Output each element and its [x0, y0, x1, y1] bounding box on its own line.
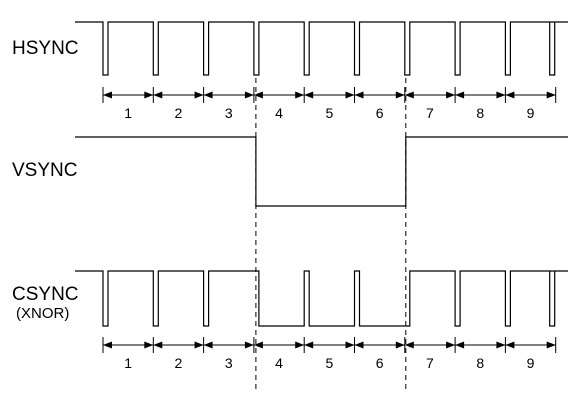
hsync-arrowhead-right — [194, 91, 204, 99]
hsync-arrowhead-left — [253, 91, 263, 99]
hsync-period-number: 8 — [476, 105, 484, 121]
csync-arrowhead-right — [244, 341, 254, 349]
hsync-arrowhead-left — [354, 91, 364, 99]
hsync-label: HSYNC — [12, 38, 79, 59]
csync-arrowhead-left — [455, 341, 465, 349]
csync-arrowhead-right — [144, 341, 154, 349]
hsync-period-number: 9 — [527, 105, 535, 121]
hsync-arrowhead-right — [295, 91, 305, 99]
csync-period-number: 3 — [225, 355, 233, 371]
csync-arrowhead-left — [304, 341, 314, 349]
hsync-arrowhead-right — [496, 91, 506, 99]
hsync-period-number: 6 — [376, 105, 384, 121]
hsync-arrowhead-right — [546, 91, 556, 99]
hsync-waveform — [75, 21, 568, 76]
hsync-arrowhead-left — [203, 91, 213, 99]
csync-period-number: 9 — [527, 355, 535, 371]
csync-arrowhead-right — [496, 341, 506, 349]
hsync-arrowhead-left — [304, 91, 314, 99]
csync-arrowhead-left — [354, 341, 364, 349]
csync-arrowhead-left — [505, 341, 515, 349]
vsync-waveform — [75, 136, 568, 207]
csync-period-number: 7 — [426, 355, 434, 371]
hsync-period-number: 1 — [124, 105, 132, 121]
csync-arrowhead-right — [295, 341, 305, 349]
csync-period-number: 4 — [275, 355, 283, 371]
hsync-arrowhead-right — [395, 91, 405, 99]
hsync-period-number: 2 — [175, 105, 183, 121]
hsync-arrowhead-right — [144, 91, 154, 99]
csync-arrowhead-left — [203, 341, 213, 349]
hsync-arrowhead-left — [153, 91, 163, 99]
csync-arrowhead-right — [546, 341, 556, 349]
csync-arrowhead-left — [253, 341, 263, 349]
csync-period-number: 1 — [124, 355, 132, 371]
csync-period-number: 8 — [476, 355, 484, 371]
vsync-label: VSYNC — [12, 160, 78, 181]
csync-waveform — [75, 270, 568, 327]
csync-arrowhead-right — [446, 341, 456, 349]
csync-arrowhead-right — [194, 341, 204, 349]
hsync-period-number: 5 — [325, 105, 333, 121]
csync-arrowhead-left — [404, 341, 414, 349]
hsync-arrowhead-right — [345, 91, 355, 99]
csync-period-number: 2 — [175, 355, 183, 371]
csync-arrowhead-left — [153, 341, 163, 349]
hsync-arrowhead-left — [103, 91, 112, 99]
csync-label: CSYNC — [12, 284, 79, 305]
hsync-period-number: 4 — [275, 105, 283, 121]
csync-period-number: 5 — [325, 355, 333, 371]
hsync-arrowhead-right — [446, 91, 456, 99]
csync-arrowhead-right — [395, 341, 405, 349]
csync-arrowhead-left — [103, 341, 112, 349]
hsync-arrowhead-left — [404, 91, 414, 99]
csync-period-number: 6 — [376, 355, 384, 371]
hsync-period-number: 3 — [225, 105, 233, 121]
hsync-period-number: 7 — [426, 105, 434, 121]
csync-note: (XNOR) — [16, 305, 70, 322]
hsync-arrowhead-right — [244, 91, 254, 99]
hsync-arrowhead-left — [455, 91, 465, 99]
hsync-arrowhead-left — [505, 91, 515, 99]
csync-arrowhead-right — [345, 341, 355, 349]
